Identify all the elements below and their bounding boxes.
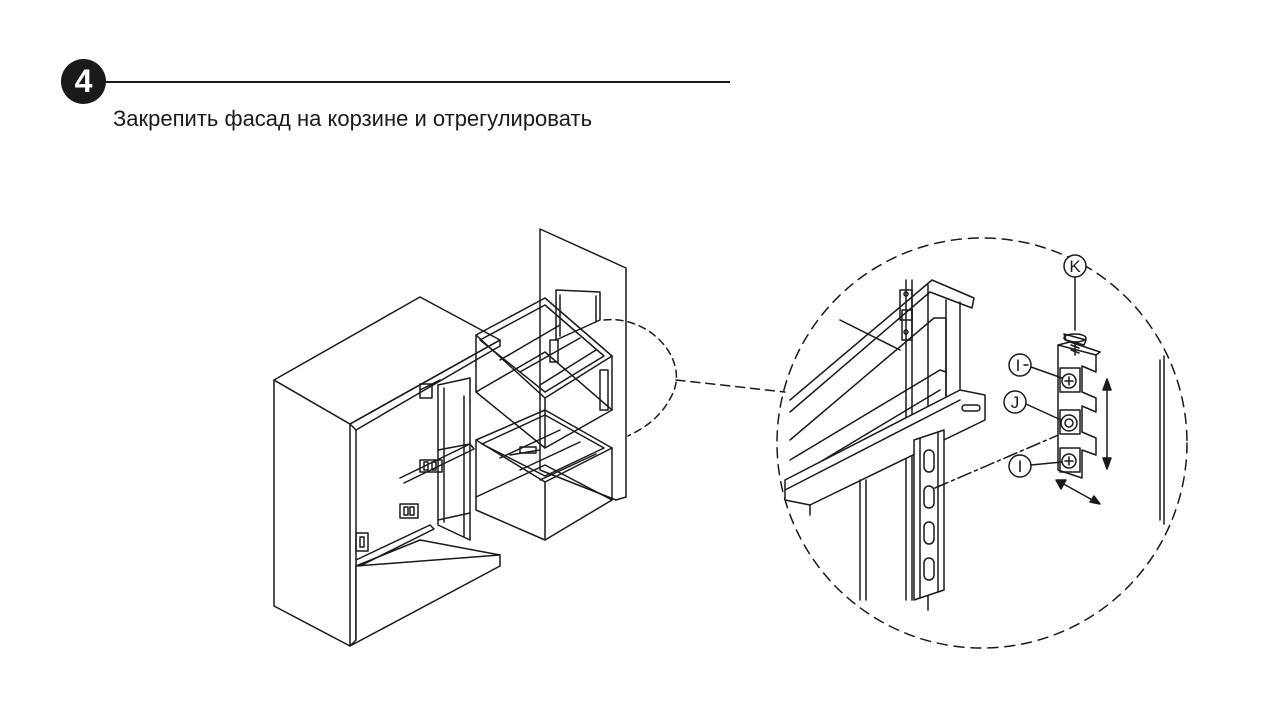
callout-j [1003, 390, 1062, 421]
screw-k [1063, 333, 1087, 356]
detail-indicator-circle [603, 318, 678, 437]
step-divider [104, 81, 730, 83]
screw-i-top [1061, 373, 1077, 389]
lower-basket [475, 409, 613, 541]
callout-i-top [1008, 353, 1063, 379]
vertical-adjust-arrow [1102, 378, 1112, 470]
cabinet-left-side [273, 379, 351, 647]
callout-i-bottom [1008, 454, 1063, 478]
step-instruction: Закрепить фасад на корзине и отрегулиров… [113, 106, 593, 131]
callout-k [1063, 254, 1087, 331]
detail-magnify-circle [776, 237, 1188, 649]
screw-i-bottom [1061, 453, 1077, 469]
callout-i-bottom-label: I [1018, 457, 1023, 476]
callout-j-label: J [1011, 393, 1020, 412]
depth-adjust-arrow [1055, 479, 1101, 505]
callout-k-label: K [1069, 257, 1081, 276]
callout-i-top-label: I [1016, 356, 1021, 375]
screw-j [1060, 414, 1078, 432]
cabinet-side-panel [539, 228, 627, 501]
pullout-frame [437, 377, 471, 541]
detail-view: K I J I [776, 237, 1188, 649]
cabinet-bottom [349, 539, 501, 647]
detail-leader-line [675, 379, 786, 393]
upper-basket [475, 289, 613, 449]
cabinet-illustration [273, 228, 678, 647]
cabinet-rails [355, 379, 475, 567]
step-number-badge: 4 [61, 59, 106, 104]
